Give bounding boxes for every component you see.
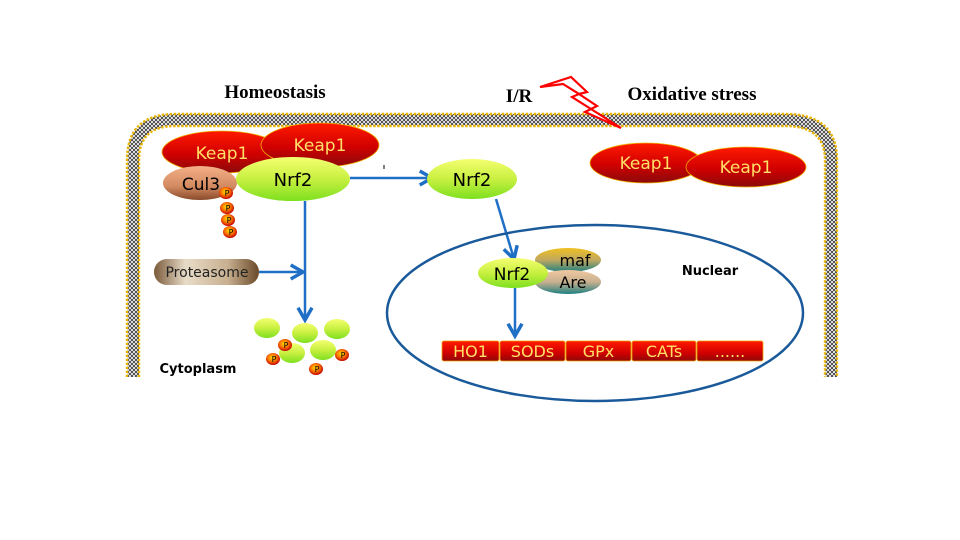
keap1-label: Keap1 <box>720 158 773 178</box>
phosphate-circle <box>221 214 235 226</box>
target-gene-bar: HO1 SODs GPx CATs...... <box>441 340 764 362</box>
nrf2-label: Nrf2 <box>274 170 313 191</box>
homeostasis-title: Homeostasis <box>224 82 325 103</box>
phosphate-label: P <box>315 365 320 374</box>
target-gene-box: CATs <box>631 340 697 362</box>
are-element <box>535 270 601 294</box>
phosphate-circle <box>223 226 237 238</box>
phosphate-group: P <box>266 353 280 365</box>
phosphate-label: P <box>225 189 230 198</box>
keap1-protein <box>685 146 807 188</box>
phosphate-label: P <box>341 351 346 360</box>
phosphate-circle <box>266 353 280 365</box>
phosphate-label: P <box>227 216 232 225</box>
target-gene-label: GPx <box>583 342 615 361</box>
cell-membrane <box>125 112 839 377</box>
are-label: Are <box>559 273 586 292</box>
proteasome-label: Proteasome <box>165 265 248 281</box>
maf-label: maf <box>559 251 590 270</box>
phosphate-group: P <box>219 187 233 199</box>
ir-label: I/R <box>506 86 533 107</box>
target-gene-label: ...... <box>715 342 746 361</box>
nuclear-complex: maf Are Nrf2 <box>478 248 601 294</box>
maf-protein <box>535 248 601 272</box>
nrf2-protein-nuclear <box>478 258 548 288</box>
oxidative-stress-title: Oxidative stress <box>628 84 757 105</box>
nrf2-free-label: Nrf2 <box>453 170 492 191</box>
phosphate-circle <box>335 349 349 361</box>
keap1-label: Keap1 <box>294 136 347 156</box>
keap1-label: Keap1 <box>196 144 249 164</box>
phosphate-group: P <box>335 349 349 361</box>
phosphate-circle <box>219 187 233 199</box>
phosphate-group: P <box>221 214 235 226</box>
nrf2-fragment <box>254 318 280 338</box>
phosphate-label: P <box>284 341 289 350</box>
nrf2-nuclear-label: Nrf2 <box>494 265 531 285</box>
phosphate-label: P <box>272 355 277 364</box>
phosphate-group: P <box>309 363 323 375</box>
nucleus-outline <box>385 223 805 403</box>
keap1-label: Keap1 <box>620 154 673 174</box>
target-gene-label: HO1 <box>453 342 488 361</box>
nrf2-fragment <box>292 323 318 343</box>
phosphate-group: P <box>223 226 237 238</box>
target-gene-box: GPx <box>565 340 632 362</box>
target-gene-label: CATs <box>646 342 682 361</box>
target-gene-box: SODs <box>499 340 566 362</box>
phosphate-circle <box>278 339 292 351</box>
target-gene-box: ...... <box>696 340 764 362</box>
phosphate-group: P <box>278 339 292 351</box>
cul3-label: Cul3 <box>182 175 220 195</box>
phosphate-circle <box>220 202 234 214</box>
phosphate-group: P <box>220 202 234 214</box>
phosphate-label: P <box>229 228 234 237</box>
stress-keap1-group: Keap1 Keap1 <box>589 142 807 188</box>
nuclear-label: Nuclear <box>682 264 739 279</box>
cytoplasm-label: Cytoplasm <box>160 362 237 377</box>
nrf2-fragment <box>324 319 350 339</box>
arrow-nuclear-import <box>494 198 514 259</box>
cul3-protein <box>163 166 237 200</box>
phosphate-circle <box>309 363 323 375</box>
target-gene-box: HO1 <box>441 340 500 362</box>
proteasome: Proteasome <box>154 259 259 285</box>
phosphate-label: P <box>226 204 231 213</box>
target-gene-label: SODs <box>511 342 554 361</box>
nrf2-protein <box>236 157 350 201</box>
nrf2-protein-free <box>427 159 517 199</box>
nrf2-fragment <box>310 340 336 360</box>
lightning-bolt-icon <box>539 75 622 130</box>
